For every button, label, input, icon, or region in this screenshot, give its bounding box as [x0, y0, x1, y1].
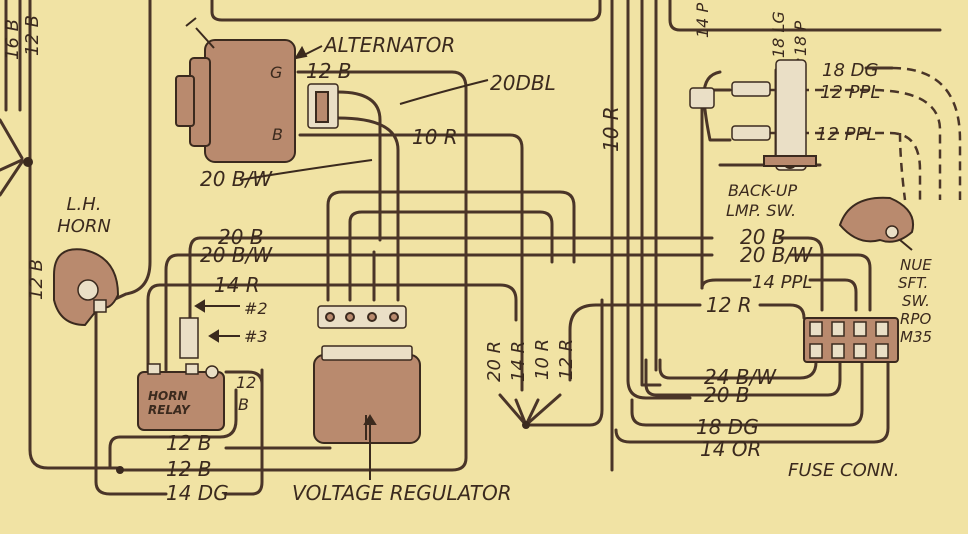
wire-label-18p: 18 P — [791, 21, 810, 56]
wire-label-20dbl: 20DBL — [490, 71, 556, 95]
lh-horn — [53, 248, 120, 327]
marker-3: #3 — [244, 327, 268, 346]
fuse-conn-label: FUSE CONN. — [788, 460, 899, 481]
wire-label-20b-left: 20 B — [218, 225, 264, 249]
voltage-regulator-label: VOLTAGE REGULATOR — [292, 481, 512, 505]
wire-label-14r-left: 14 R — [214, 273, 260, 297]
wire-label-20b-fuse: 20 B — [704, 383, 750, 407]
wire-label-14dg: 14 DG — [166, 481, 229, 505]
wire-label-12r-right: 12 R — [706, 293, 752, 317]
wire-label-18dg-sw: 18 DG — [822, 60, 878, 81]
junctions — [23, 157, 530, 474]
wire-label-12b-bot-a: 12 B — [166, 431, 212, 455]
marker-2: #2 — [244, 299, 268, 318]
wire-label-20r: 20 R — [484, 341, 505, 382]
wire-label-24bw: 24 B/W — [704, 365, 777, 389]
wire-runs — [0, 0, 962, 496]
wire-label-12b-left: 12 B — [26, 259, 47, 300]
wire-label-14r-bundle: 14 R — [508, 341, 529, 382]
neutral-switch — [838, 196, 914, 243]
fuse-connector — [803, 317, 899, 363]
wire-label-20bw-right: 20 B/W — [740, 243, 813, 267]
horn-relay — [137, 317, 225, 431]
alternator-label: ALTERNATOR — [322, 33, 455, 57]
wire-label-12ppl-a: 12 PPL — [820, 82, 880, 103]
wire-label-14or: 14 OR — [700, 437, 761, 461]
horn-label: L.H.HORN — [57, 194, 111, 237]
alternator — [175, 17, 339, 163]
alt-g-label: G — [270, 63, 282, 82]
wire-label-14p: 14 P — [693, 3, 712, 38]
wire-label-20bw-left: 20 B/W — [200, 243, 273, 267]
wire-label-18dg-fuse: 18 DG — [696, 415, 759, 439]
pointer-arrows — [194, 45, 913, 480]
wire-label-12ppl-b: 12 PPL — [816, 124, 876, 145]
voltage-regulator — [313, 305, 421, 444]
wire-label-12b-bot-b: 12 B — [166, 457, 212, 481]
alt-b-label: B — [272, 125, 283, 144]
wire-label-12r-bundle: 12 R — [556, 339, 577, 380]
wire-label-12b-top: 12 B — [22, 15, 43, 56]
backup-switch — [689, 59, 817, 171]
wire-label-18lg: 18 LG — [769, 11, 788, 58]
wire-label-14ppl: 14 PPL — [752, 272, 812, 293]
wire-label-10r-bundle: 10 R — [532, 339, 553, 380]
wire-label-10r-vert: 10 R — [599, 106, 623, 152]
wire-label-alt-g: 12 B — [306, 59, 352, 83]
wire-label-10r: 10 R — [412, 125, 458, 149]
wire-label-20b-right: 20 B — [740, 225, 786, 249]
wire-label-20bw-alt: 20 B/W — [200, 167, 273, 191]
wire-label-16b-top: 16 B — [2, 19, 23, 60]
